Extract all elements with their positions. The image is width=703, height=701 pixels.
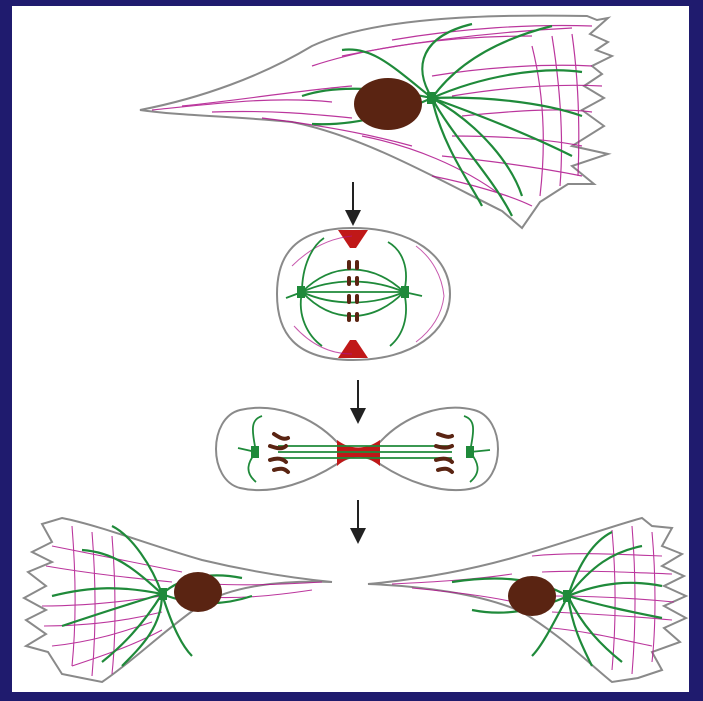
figure-panel xyxy=(12,6,689,692)
cell-division-diagram xyxy=(12,6,689,692)
centrosome xyxy=(563,590,571,602)
nucleus xyxy=(508,576,556,616)
daughter-cell-right xyxy=(368,518,686,682)
nucleus xyxy=(354,78,422,130)
centrosome-left xyxy=(251,446,259,458)
cytokinesis-cell xyxy=(216,408,498,490)
centrosome-right xyxy=(401,286,409,298)
centrosome-right xyxy=(466,446,474,458)
nucleus xyxy=(174,572,222,612)
contractile-ring xyxy=(337,440,380,466)
centrosome xyxy=(159,588,167,600)
daughter-cell-left xyxy=(24,518,332,682)
metaphase-cell xyxy=(277,228,450,360)
centrosome-left xyxy=(297,286,305,298)
interphase-cell-top xyxy=(140,16,612,228)
centrosome xyxy=(427,92,436,104)
